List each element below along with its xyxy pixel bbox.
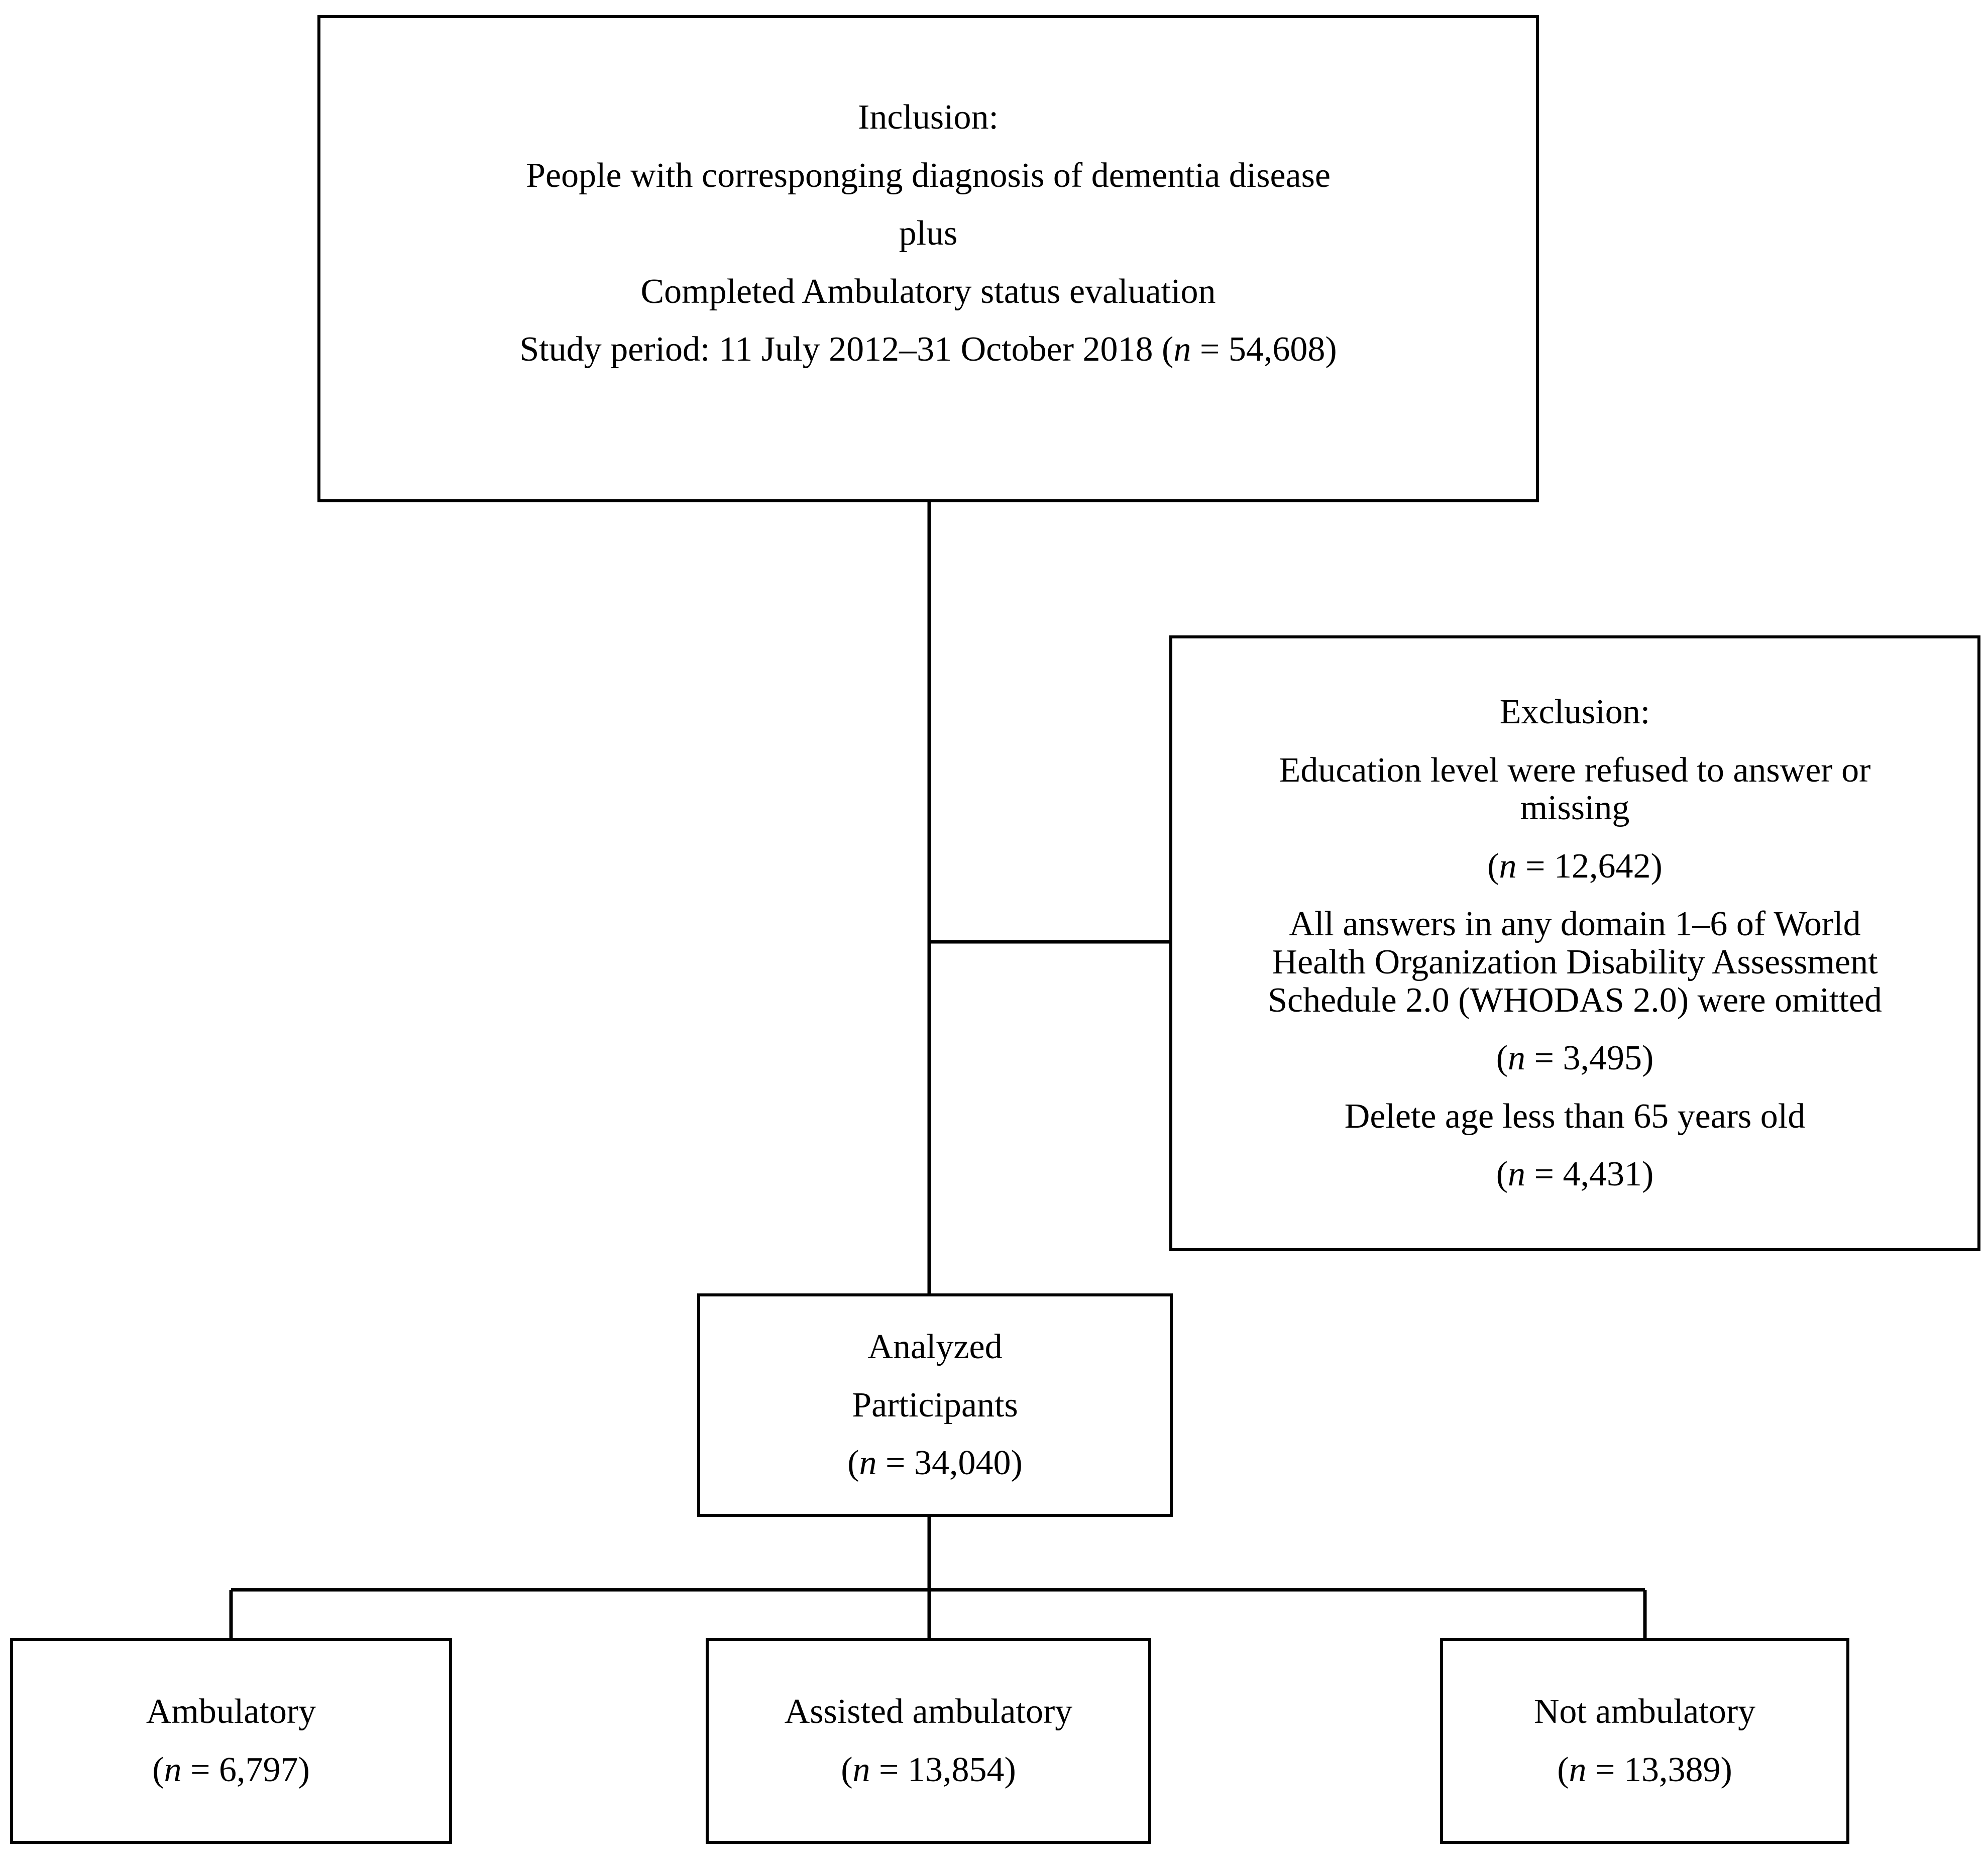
inclusion-heading: Inclusion: — [858, 98, 999, 137]
inclusion-plus: plus — [899, 214, 958, 253]
analyzed-count: (n = 34,040) — [847, 1444, 1023, 1483]
exclusion-reason-3-count: (n = 4,431) — [1496, 1155, 1654, 1194]
analyzed-participants-box: Analyzed Participants (n = 34,040) — [697, 1293, 1173, 1517]
group-assisted-ambulatory-box: Assisted ambulatory (n = 13,854) — [706, 1638, 1151, 1844]
group-ambulatory-label: Ambulatory — [146, 1692, 316, 1731]
group-assisted-ambulatory-label: Assisted ambulatory — [784, 1692, 1073, 1731]
inclusion-criteria-2: Completed Ambulatory status evaluation — [640, 272, 1216, 311]
group-assisted-ambulatory-count: (n = 13,854) — [841, 1751, 1016, 1789]
exclusion-reason-1-count: (n = 12,642) — [1487, 846, 1663, 886]
group-not-ambulatory-count: (n = 13,389) — [1557, 1751, 1732, 1789]
exclusion-box: Exclusion: Education level were refused … — [1169, 635, 1980, 1251]
analyzed-label-line-2: Participants — [852, 1385, 1018, 1425]
group-not-ambulatory-label: Not ambulatory — [1533, 1692, 1756, 1731]
inclusion-criteria-1: People with corresponging diagnosis of d… — [526, 156, 1331, 195]
exclusion-reason-3-line-1: Delete age less than 65 years old — [1344, 1097, 1806, 1136]
exclusion-reason-1-line-2: missing — [1520, 789, 1630, 828]
group-ambulatory-count: (n = 6,797) — [152, 1751, 310, 1789]
analyzed-label-line-1: Analyzed — [867, 1328, 1003, 1367]
exclusion-reason-2-count: (n = 3,495) — [1496, 1039, 1654, 1078]
exclusion-reason-1-line-1: Education level were refused to answer o… — [1279, 750, 1871, 790]
inclusion-box: Inclusion: People with corresponging dia… — [317, 15, 1539, 502]
exclusion-reason-2-line-1: All answers in any domain 1–6 of World — [1289, 905, 1861, 944]
group-ambulatory-box: Ambulatory (n = 6,797) — [10, 1638, 452, 1844]
group-not-ambulatory-box: Not ambulatory (n = 13,389) — [1440, 1638, 1849, 1844]
exclusion-heading: Exclusion: — [1499, 693, 1650, 732]
exclusion-reason-2-line-2: Health Organization Disability Assessmen… — [1272, 943, 1878, 981]
exclusion-reason-2-line-3: Schedule 2.0 (WHODAS 2.0) were omitted — [1268, 980, 1882, 1020]
inclusion-study-period: Study period: 11 July 2012–31 October 20… — [519, 330, 1337, 369]
